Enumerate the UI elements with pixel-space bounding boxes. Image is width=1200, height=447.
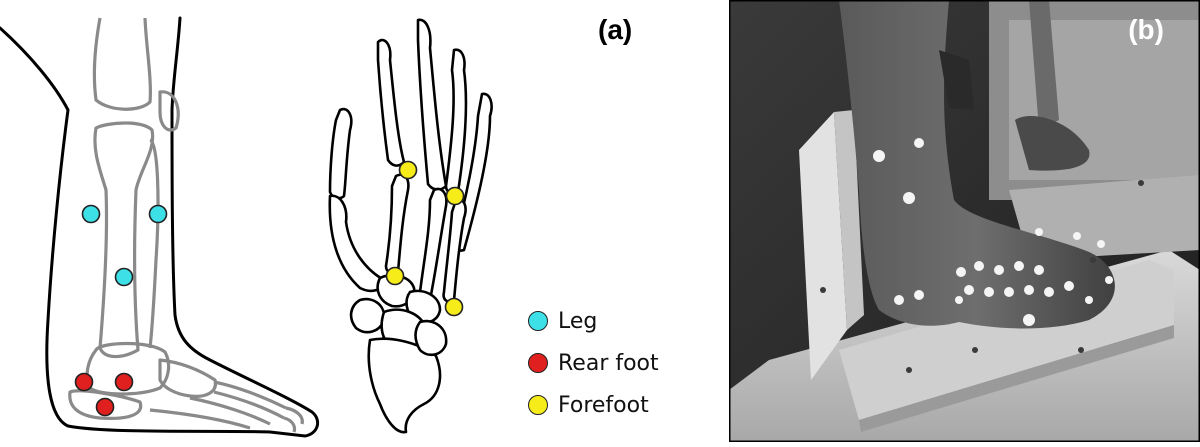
legend-item-leg: Leg <box>528 300 659 342</box>
legend-dot-leg <box>528 311 548 331</box>
leg-markers <box>74 204 168 417</box>
leg-foot-diagram <box>0 16 493 438</box>
rear-foot-marker <box>74 372 94 392</box>
leg-marker <box>114 267 134 287</box>
panel-a-label: (a) <box>598 14 633 45</box>
foot-skeleton <box>328 18 493 434</box>
leg-marker <box>81 204 101 224</box>
legend-item-forefoot: Forefoot <box>528 384 659 426</box>
legend-label-leg: Leg <box>558 308 598 334</box>
leg-outline <box>0 16 320 438</box>
panel-a-diagram: (a) Leg Rear foot Forefoot <box>0 14 659 438</box>
foot-photo-illustration <box>727 0 1200 444</box>
legend-dot-forefoot <box>528 395 548 415</box>
legend-item-rear-foot: Rear foot <box>528 342 659 384</box>
legend-label-forefoot: Forefoot <box>558 392 649 418</box>
photo-markers <box>873 138 1113 326</box>
forefoot-marker <box>445 186 465 206</box>
leg-bones <box>68 17 304 433</box>
panel-b-label: (b) <box>1128 14 1164 45</box>
leg-marker <box>148 204 168 224</box>
rear-foot-marker <box>95 397 115 417</box>
forefoot-markers <box>385 160 465 317</box>
legend-label-rear-foot: Rear foot <box>558 350 659 376</box>
panel-b-photo: (b) <box>727 0 1200 444</box>
marker-legend: Leg Rear foot Forefoot <box>528 300 659 426</box>
legend-dot-rear-foot <box>528 353 548 373</box>
rear-foot-marker <box>114 372 134 392</box>
forefoot-marker <box>444 297 464 317</box>
forefoot-marker <box>385 266 405 286</box>
forefoot-marker <box>398 160 418 180</box>
